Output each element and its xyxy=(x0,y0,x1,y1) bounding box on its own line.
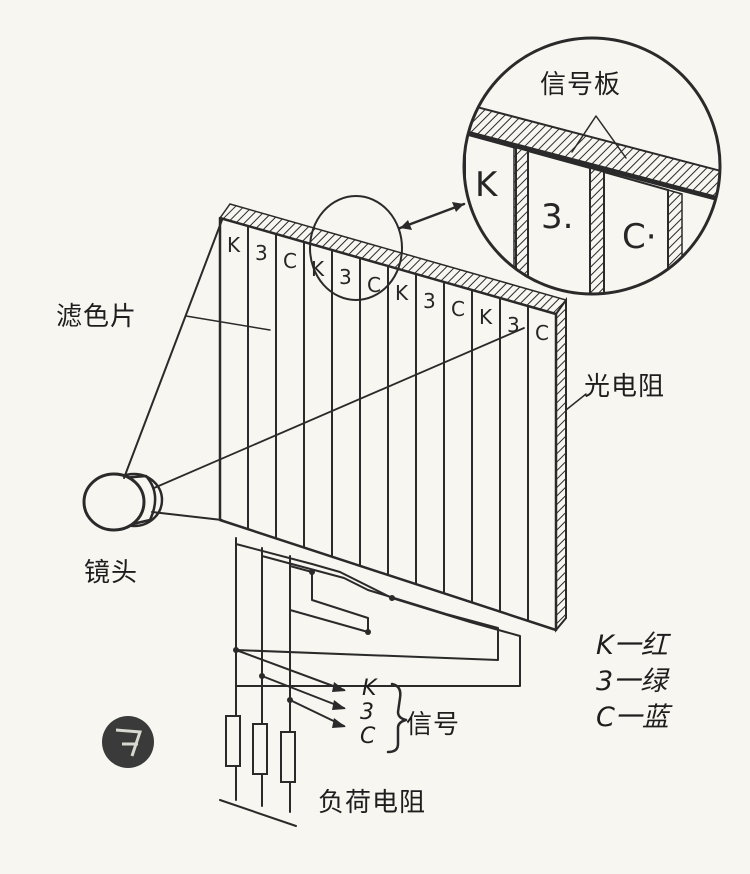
filter-strip-letter: K xyxy=(227,233,241,257)
color-filter-label: 滤色片 xyxy=(56,302,138,332)
legend-meaning: 红 xyxy=(640,630,668,661)
photoresistor-layer xyxy=(555,296,567,633)
photoresistor-label: 光电阻 xyxy=(584,372,666,402)
filter-strip-letter: 3 xyxy=(423,289,436,313)
legend-code: K xyxy=(596,630,614,661)
filter-strip-lines xyxy=(247,226,529,621)
filter-strip-letter: 3 xyxy=(255,241,268,265)
legend-code: 3 xyxy=(596,666,614,697)
wiring xyxy=(219,537,521,827)
legend-meaning: 蓝 xyxy=(641,702,669,733)
color-legend: K一红 3一绿 C一蓝 xyxy=(596,628,669,736)
magnify-arrow xyxy=(398,202,466,230)
filter-strip-letter: 3 xyxy=(339,265,352,289)
signal-output-c: C xyxy=(360,724,377,749)
legend-row-c: C一蓝 xyxy=(596,700,669,736)
filter-leader-line xyxy=(185,315,271,331)
photoresistor-leader-line xyxy=(565,393,587,411)
magnifier-source-circle xyxy=(309,195,403,301)
magnified-letter-c: C· xyxy=(622,217,657,257)
filter-strip-letter: K xyxy=(479,305,493,329)
filter-strip-letter: K xyxy=(311,257,325,281)
magnified-letter-k: K xyxy=(475,165,499,205)
signal-output-k: K xyxy=(362,676,378,701)
magnified-letter-3: 3. xyxy=(541,197,573,237)
legend-dash: 一 xyxy=(614,702,642,733)
signal-brace xyxy=(386,682,408,754)
magnified-detail: K 3. C· xyxy=(462,36,722,296)
filter-strip-letter: C xyxy=(451,297,465,321)
light-rays xyxy=(123,219,525,521)
lens xyxy=(82,472,164,532)
filter-strip-letter: K xyxy=(395,281,409,305)
legend-meaning: 绿 xyxy=(640,666,668,697)
signal-output-3: 3 xyxy=(360,700,375,725)
lens-label: 镜头 xyxy=(84,558,139,588)
legend-code: C xyxy=(596,702,615,733)
filter-strip-letter: C xyxy=(367,273,381,297)
signal-board-label: 信号板 xyxy=(540,70,622,100)
signal-label: 信号 xyxy=(406,710,461,740)
legend-row-3: 3一绿 xyxy=(596,664,669,700)
filter-strip-letter: C xyxy=(283,249,297,273)
legend-dash: 一 xyxy=(613,666,641,697)
filter-strip-letter: C xyxy=(535,321,549,345)
load-resistor-label: 负荷电阻 xyxy=(318,788,427,818)
legend-row-k: K一红 xyxy=(596,628,669,664)
figure-number-mark xyxy=(102,716,154,768)
legend-dash: 一 xyxy=(613,630,641,661)
